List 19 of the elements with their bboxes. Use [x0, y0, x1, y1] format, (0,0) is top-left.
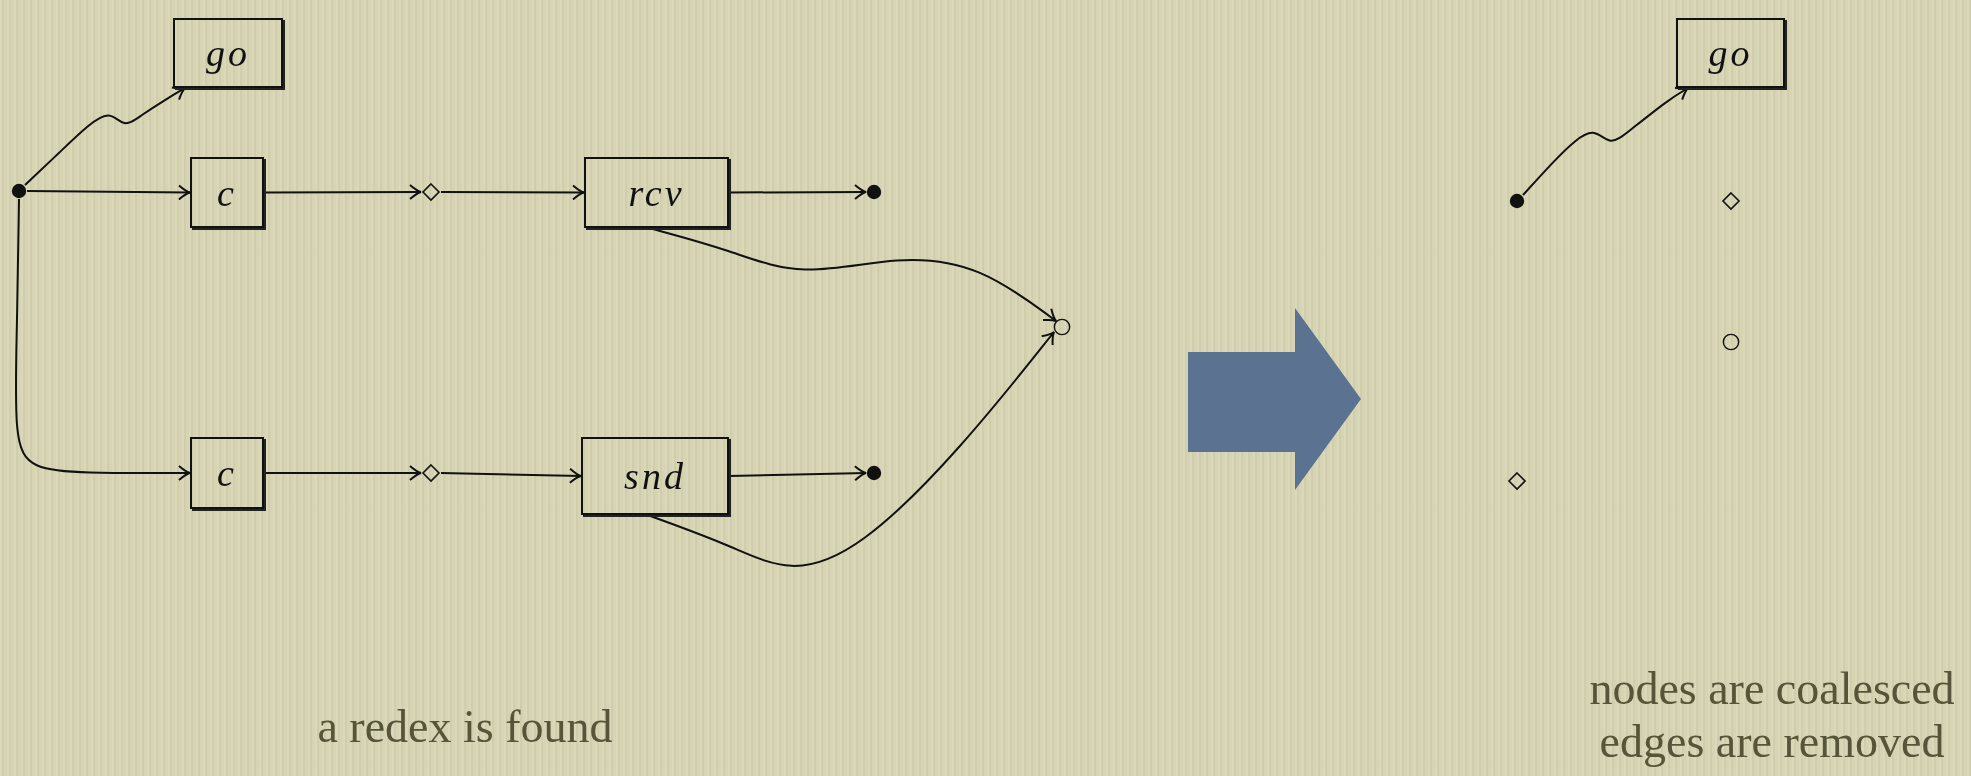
- circle-node: [1722, 333, 1740, 351]
- dot-node: [866, 465, 882, 481]
- caption: edges are removed: [1598, 715, 1946, 768]
- caption: nodes are coalesced: [1588, 662, 1956, 715]
- dot-node: [866, 184, 882, 200]
- label-box: go: [1676, 18, 1785, 88]
- caption: a redex is found: [316, 700, 614, 753]
- diamond-node: [1721, 191, 1741, 211]
- label-box: rcv: [584, 157, 729, 228]
- label-box: c: [190, 437, 264, 509]
- label-box: snd: [581, 437, 729, 515]
- diamond-node: [421, 182, 441, 202]
- diamond-node: [1507, 471, 1527, 491]
- label-box: go: [173, 18, 283, 88]
- dot-node: [11, 183, 27, 199]
- circle-node: [1053, 318, 1071, 336]
- dot-node: [1509, 193, 1525, 209]
- diamond-node: [421, 463, 441, 483]
- label-box: c: [190, 157, 264, 228]
